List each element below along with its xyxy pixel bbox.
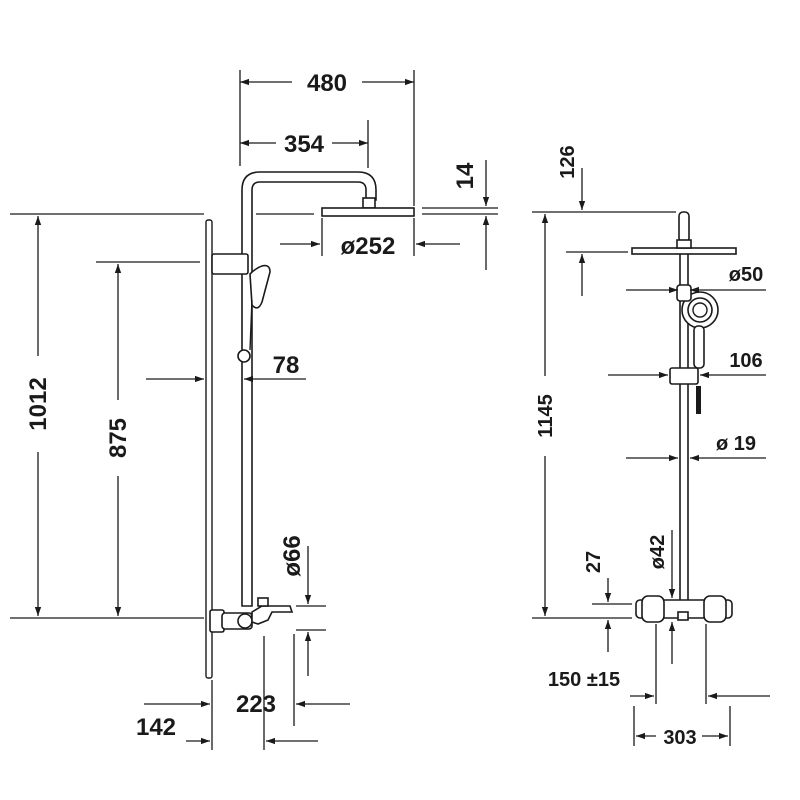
front-hand-shower-face [687,297,713,323]
wall [205,219,213,679]
wall-bracket [211,253,249,275]
dim-outlet-42: ø42 [647,535,669,569]
dim-top-126: 126 [557,145,579,178]
hand-shower [249,264,271,309]
dim-handshower-50: ø50 [729,264,763,286]
side-view: 480 354 14 ø252 1012 875 78 ø66 [10,70,498,750]
spout-lever [257,597,269,607]
dim-bar-875: 875 [105,418,132,458]
slider-knob [237,349,251,363]
front-knob-right [703,595,727,623]
shower-head [321,207,415,217]
shower-head-connector [362,197,376,209]
dim-head-diameter-252: ø252 [341,233,396,260]
front-hand-shower-handle [693,325,705,369]
dim-valve-width-303: 303 [663,727,696,749]
dim-spout-223: 223 [236,691,276,718]
dim-head-14: 14 [452,162,479,189]
dim-holder-106: 106 [729,350,762,372]
front-riser-top [678,211,690,243]
hand-shower-hose [249,299,253,351]
dim-valve-27: 27 [583,551,605,573]
front-head-connector [676,239,692,249]
front-knob-left [641,595,665,623]
front-outlet [677,611,689,621]
front-holder [669,367,699,385]
front-shower-head [631,247,737,255]
front-hand-shower-nozzles [692,302,708,318]
front-hose [696,386,701,414]
dim-centers-150: 150 ±15 [548,669,620,691]
dim-spout-142: 142 [136,714,176,741]
dim-valve-66: ø66 [279,535,306,576]
front-riser [679,213,689,607]
bath-spout [251,605,294,625]
front-slider-top [676,284,692,302]
dim-arm-354: 354 [284,131,325,158]
dim-height-1012: 1012 [25,377,52,430]
dim-height-1145: 1145 [535,394,557,437]
valve-knob [237,613,253,629]
dim-width-480: 480 [307,70,347,97]
dim-offset-78: 78 [273,352,300,379]
front-view: 126 ø50 106 ø 19 1145 27 ø42 150 ±15 [532,145,770,749]
dim-rod-19: ø 19 [716,433,756,455]
